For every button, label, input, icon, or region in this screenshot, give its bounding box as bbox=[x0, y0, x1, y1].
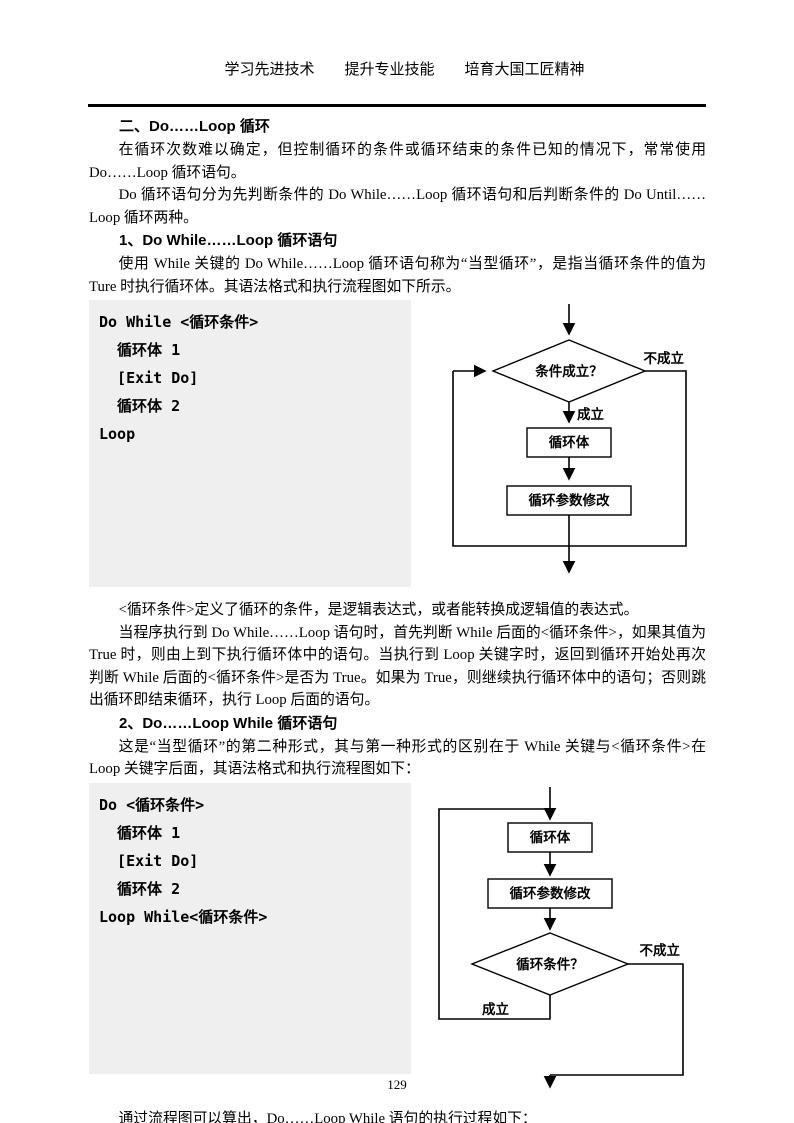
code-line: 循环体 2 bbox=[99, 397, 181, 415]
paragraph-condition-def: <循环条件>定义了循环的条件，是逻辑表达式，或者能转换成逻辑值的表达式。 bbox=[118, 602, 639, 618]
code-line: Loop While<循环条件> bbox=[99, 907, 268, 926]
paragraph-do-loop-while-desc: 这是“当型循环”的第二种形式，其与第一种形式的区别在于 While 关键与<循环… bbox=[89, 738, 706, 778]
flow1-false-label: 不成立 bbox=[644, 350, 685, 366]
paragraph-do-while-desc: 使用 While 关键的 Do While……Loop 循环语句称为“当型循环”… bbox=[89, 256, 706, 295]
code-line: 循环体 2 bbox=[99, 879, 181, 898]
flow2-body-box bbox=[507, 821, 593, 853]
flow1-body-label: 循环体 bbox=[549, 434, 590, 450]
flow2-update-box bbox=[487, 877, 613, 909]
code-block-do-while: Do While <循环条件> 循环体 1 [Exit Do] 循环体 2 Lo… bbox=[89, 300, 411, 587]
paragraph-closing: 通过流程图可以算出，Do……Loop While 语句的执行过程如下： bbox=[118, 1110, 537, 1123]
code-line: 循环体 1 bbox=[99, 341, 181, 359]
flow2-condition-label: 循环条件？ bbox=[516, 956, 584, 972]
flow1-condition-diamond bbox=[491, 339, 647, 403]
flow1-true-label: 成立 bbox=[577, 406, 605, 422]
code-block-do-loop-while: Do <循环条件> 循环体 1 [Exit Do] 循环体 2 Loop Whi… bbox=[89, 782, 411, 1074]
flow1-condition-label: 条件成立？ bbox=[534, 363, 603, 379]
flow1-update-box bbox=[506, 485, 632, 516]
code-line: [Exit Do] bbox=[99, 369, 199, 387]
page-header: 学习先进技术 提升专业技能 培育大国工匠精神 bbox=[88, 42, 706, 107]
flow1-body-box bbox=[526, 427, 612, 458]
code-line: [Exit Do] bbox=[99, 851, 199, 870]
header-motto: 学习先进技术 提升专业技能 培育大国工匠精神 bbox=[224, 62, 585, 78]
flow2-false-branch-line bbox=[550, 962, 684, 1076]
flow2-body-label: 循环体 bbox=[530, 829, 571, 845]
paragraph-intro-1: 在循环次数难以确定，但控制循环的条件或循环结束的条件已知的情况下，常常使用 Do… bbox=[89, 142, 706, 181]
code-line: Do <循环条件> bbox=[99, 795, 205, 814]
heading-do-loop-while: 2、Do……Loop While 循环语句 bbox=[119, 714, 338, 732]
page-content: 二、Do……Loop 循环 在循环次数难以确定，但控制循环的条件或循环结束的条件… bbox=[0, 107, 794, 1123]
paragraph-intro-2: Do 循环语句分为先判断条件的 Do While……Loop 循环语句和后判断条… bbox=[89, 187, 706, 226]
flow2-true-label: 成立 bbox=[482, 1001, 509, 1017]
code-line: 循环体 1 bbox=[99, 823, 181, 842]
heading-do-while-loop: 1、Do While……Loop 循环语句 bbox=[119, 232, 338, 249]
flowchart-do-while-container: 条件成立？ 不成立 成立 循环体 循环参数修改 bbox=[439, 300, 704, 597]
heading-do-loop: 二、Do……Loop 循环 bbox=[119, 118, 270, 135]
syntax-flow-row-1: Do While <循环条件> 循环体 1 [Exit Do] 循环体 2 Lo… bbox=[89, 300, 706, 597]
paragraph-execution-detail: 当程序执行到 Do While……Loop 语句时，首先判断 While 后面的… bbox=[89, 624, 706, 709]
code-line: Loop bbox=[99, 425, 136, 443]
flow2-condition-diamond bbox=[470, 931, 630, 996]
flowchart-do-while-loop: 条件成立？ 不成立 成立 循环体 循环参数修改 bbox=[452, 304, 687, 574]
flow1-update-label: 循环参数修改 bbox=[529, 492, 610, 508]
flow2-false-label: 不成立 bbox=[640, 942, 681, 958]
flow1-false-branch-line bbox=[569, 370, 687, 547]
flow2-update-label: 循环参数修改 bbox=[510, 885, 591, 901]
flow2-loopback-line bbox=[438, 807, 551, 1020]
flowchart-do-loop-while: 循环体 循环参数修改 循环条件？ 不成立 成立 bbox=[438, 786, 684, 1089]
flowchart-do-loop-while-container: 循环体 循环参数修改 循环条件？ 不成立 成立 bbox=[425, 783, 697, 1106]
syntax-flow-row-2: Do <循环条件> 循环体 1 [Exit Do] 循环体 2 Loop Whi… bbox=[89, 782, 706, 1106]
flow1-loopback-line bbox=[452, 371, 569, 547]
code-line: Do While <循环条件> bbox=[99, 313, 259, 331]
page-number: 129 bbox=[387, 1077, 407, 1092]
